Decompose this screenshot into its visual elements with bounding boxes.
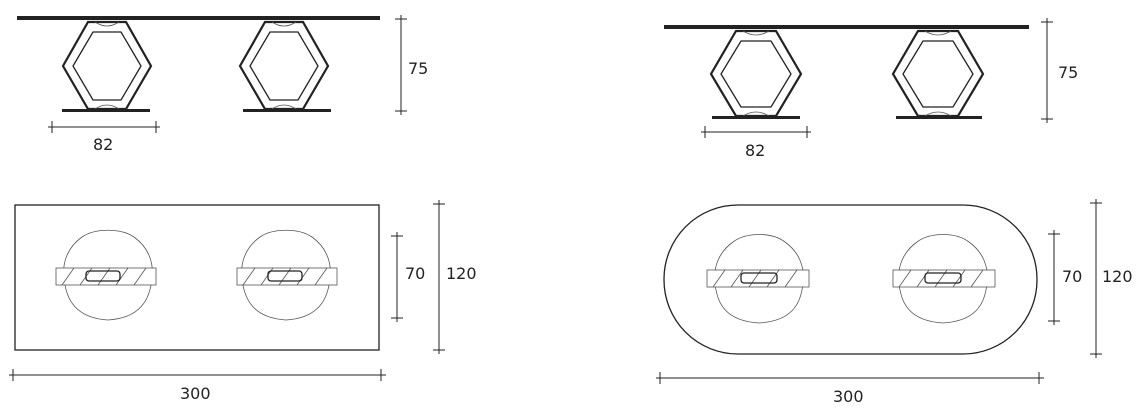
table-length-label: 300	[833, 387, 864, 406]
table-depth-label: 120	[446, 264, 477, 283]
leg-foot-right	[243, 109, 331, 112]
leg-foot-right	[896, 116, 982, 119]
height-dimension: 75	[1041, 18, 1078, 123]
rectangular-tabletop-outline	[14, 204, 380, 351]
base-width-dimension: 82	[48, 121, 160, 154]
plan-base-right	[892, 234, 996, 324]
base-width-label: 82	[745, 141, 765, 160]
base-width-label: 82	[93, 135, 113, 154]
table-length-dimension: 300	[656, 372, 1044, 406]
rectangular-table: 75 82	[9, 15, 477, 403]
table-depth-label: 120	[1102, 267, 1133, 286]
oval-tabletop-outline	[663, 204, 1038, 355]
oval-elevation-view: 75 82	[664, 18, 1078, 160]
hexagon-leg-right	[891, 29, 985, 118]
leg-foot-left	[712, 116, 800, 119]
oval-plan-view: 70 120 300	[656, 199, 1133, 406]
oval-table: 75 82	[656, 18, 1133, 406]
rect-plan-view: 70 120 300	[9, 200, 477, 403]
table-top-edge	[17, 16, 380, 20]
base-depth-label: 70	[405, 264, 425, 283]
height-label: 75	[408, 59, 428, 78]
table-length-label: 300	[180, 384, 211, 403]
hexagon-leg-left	[61, 20, 153, 111]
table-depth-dimension: 120	[1090, 199, 1133, 358]
leg-foot-left	[62, 109, 150, 112]
rect-elevation-view: 75 82	[17, 15, 428, 154]
table-depth-dimension: 120	[433, 200, 477, 354]
base-depth-dimension: 70	[1048, 230, 1082, 325]
height-dimension: 75	[395, 15, 428, 115]
height-label: 75	[1058, 63, 1078, 82]
hexagon-leg-right	[238, 20, 330, 111]
plan-base-left	[55, 229, 157, 321]
table-length-dimension: 300	[9, 369, 386, 403]
plan-base-left	[706, 234, 810, 324]
base-width-dimension: 82	[701, 126, 811, 160]
plan-base-right	[236, 229, 338, 321]
hexagon-leg-left	[709, 29, 803, 118]
base-depth-label: 70	[1062, 267, 1082, 286]
table-top-edge	[664, 25, 1029, 29]
base-depth-dimension: 70	[391, 232, 425, 322]
